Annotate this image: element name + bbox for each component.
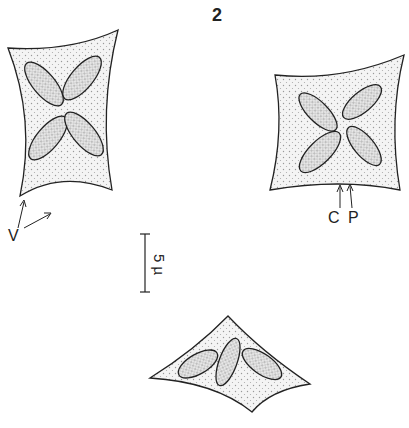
cell-bottom	[150, 316, 310, 412]
callout-letter: V	[8, 228, 19, 244]
callout-letter: C	[328, 210, 340, 226]
scale-bar	[140, 234, 150, 292]
callout-letter: P	[348, 210, 359, 226]
cell-top-left	[8, 30, 118, 228]
cell-top-right	[270, 55, 404, 208]
figure-number: 2	[212, 6, 222, 24]
scale-label: 5 µ	[152, 254, 167, 275]
